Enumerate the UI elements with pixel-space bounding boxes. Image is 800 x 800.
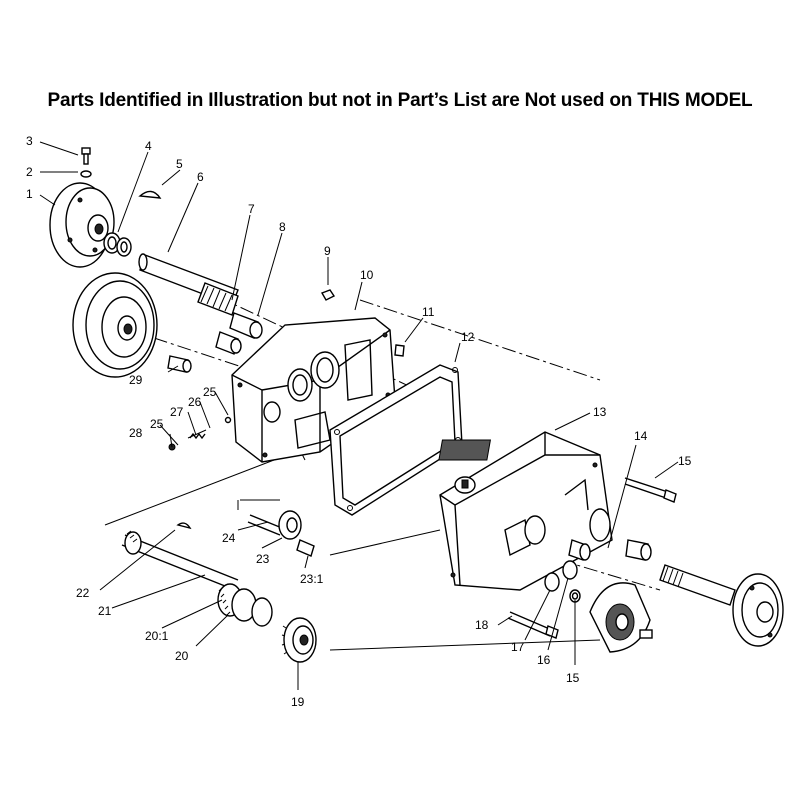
part-flange-cover: [49, 182, 115, 268]
part-detent-spring: [168, 416, 232, 451]
callout-11: 11: [422, 305, 435, 319]
callout-17: 17: [511, 640, 525, 654]
part-bolt-18: [507, 611, 559, 639]
part-dowel-pin-11: [394, 344, 405, 357]
callout-3: 3: [26, 134, 33, 148]
callout-1: 1: [26, 187, 33, 201]
part-cluster-shaft: [121, 522, 239, 591]
callout-5: 5: [176, 157, 183, 171]
callout-4: 4: [145, 139, 152, 153]
callout-15-lower: 15: [566, 671, 580, 685]
part-input-shaft: [138, 253, 239, 316]
part-nut-9: [320, 289, 336, 301]
callout-6: 6: [197, 170, 204, 184]
callout-2: 2: [26, 165, 33, 179]
part-end-cover: [589, 582, 653, 653]
callout-20-1: 20:1: [145, 629, 169, 643]
callout-7: 7: [248, 202, 255, 216]
callout-23-1: 23:1: [300, 572, 324, 586]
part-gear-cluster-20: [217, 583, 273, 627]
callout-16: 16: [537, 653, 551, 667]
callout-23: 23: [256, 552, 270, 566]
callout-28: 28: [129, 426, 143, 440]
part-bolt-small: [80, 147, 92, 178]
part-bearing-14: [568, 539, 652, 561]
part-bearing-8: [229, 312, 263, 339]
callout-15-upper: 15: [678, 454, 692, 468]
callout-9: 9: [324, 244, 331, 258]
callout-14: 14: [634, 429, 648, 443]
part-output-shaft: [659, 564, 736, 606]
part-gear-19: [281, 617, 317, 663]
callout-27: 27: [170, 405, 184, 419]
part-output-flange: [732, 573, 784, 647]
callout-20: 20: [175, 649, 189, 663]
callout-29: 29: [129, 373, 143, 387]
callout-18: 18: [475, 618, 489, 632]
part-bushings-16-17: [544, 560, 581, 603]
callout-25-lower: 25: [150, 417, 164, 431]
page-title: Parts Identified in Illustration but not…: [47, 90, 753, 111]
callout-labels: 1 2 3 4 5 6 7 8 9 10 11 12 13 14 15 15 1…: [26, 134, 692, 709]
part-transmission-case: [438, 431, 613, 591]
callout-25-upper: 25: [203, 385, 217, 399]
callout-24: 24: [222, 531, 236, 545]
part-bushing: [215, 331, 242, 355]
part-bolt-15-upper: [624, 477, 677, 503]
callout-26: 26: [188, 395, 202, 409]
callout-8: 8: [279, 220, 286, 234]
leader-lines: [39, 141, 679, 690]
part-pulley: [72, 272, 158, 378]
callout-19: 19: [291, 695, 305, 709]
part-woodruff-key: [138, 190, 162, 199]
callout-12: 12: [461, 330, 475, 344]
callout-13: 13: [593, 405, 607, 419]
callout-22: 22: [76, 586, 90, 600]
part-gear-23: [247, 510, 315, 557]
part-seal-rings: [103, 232, 132, 257]
callout-21: 21: [98, 604, 112, 618]
part-spacer-29: [167, 355, 192, 373]
callout-10: 10: [360, 268, 374, 282]
